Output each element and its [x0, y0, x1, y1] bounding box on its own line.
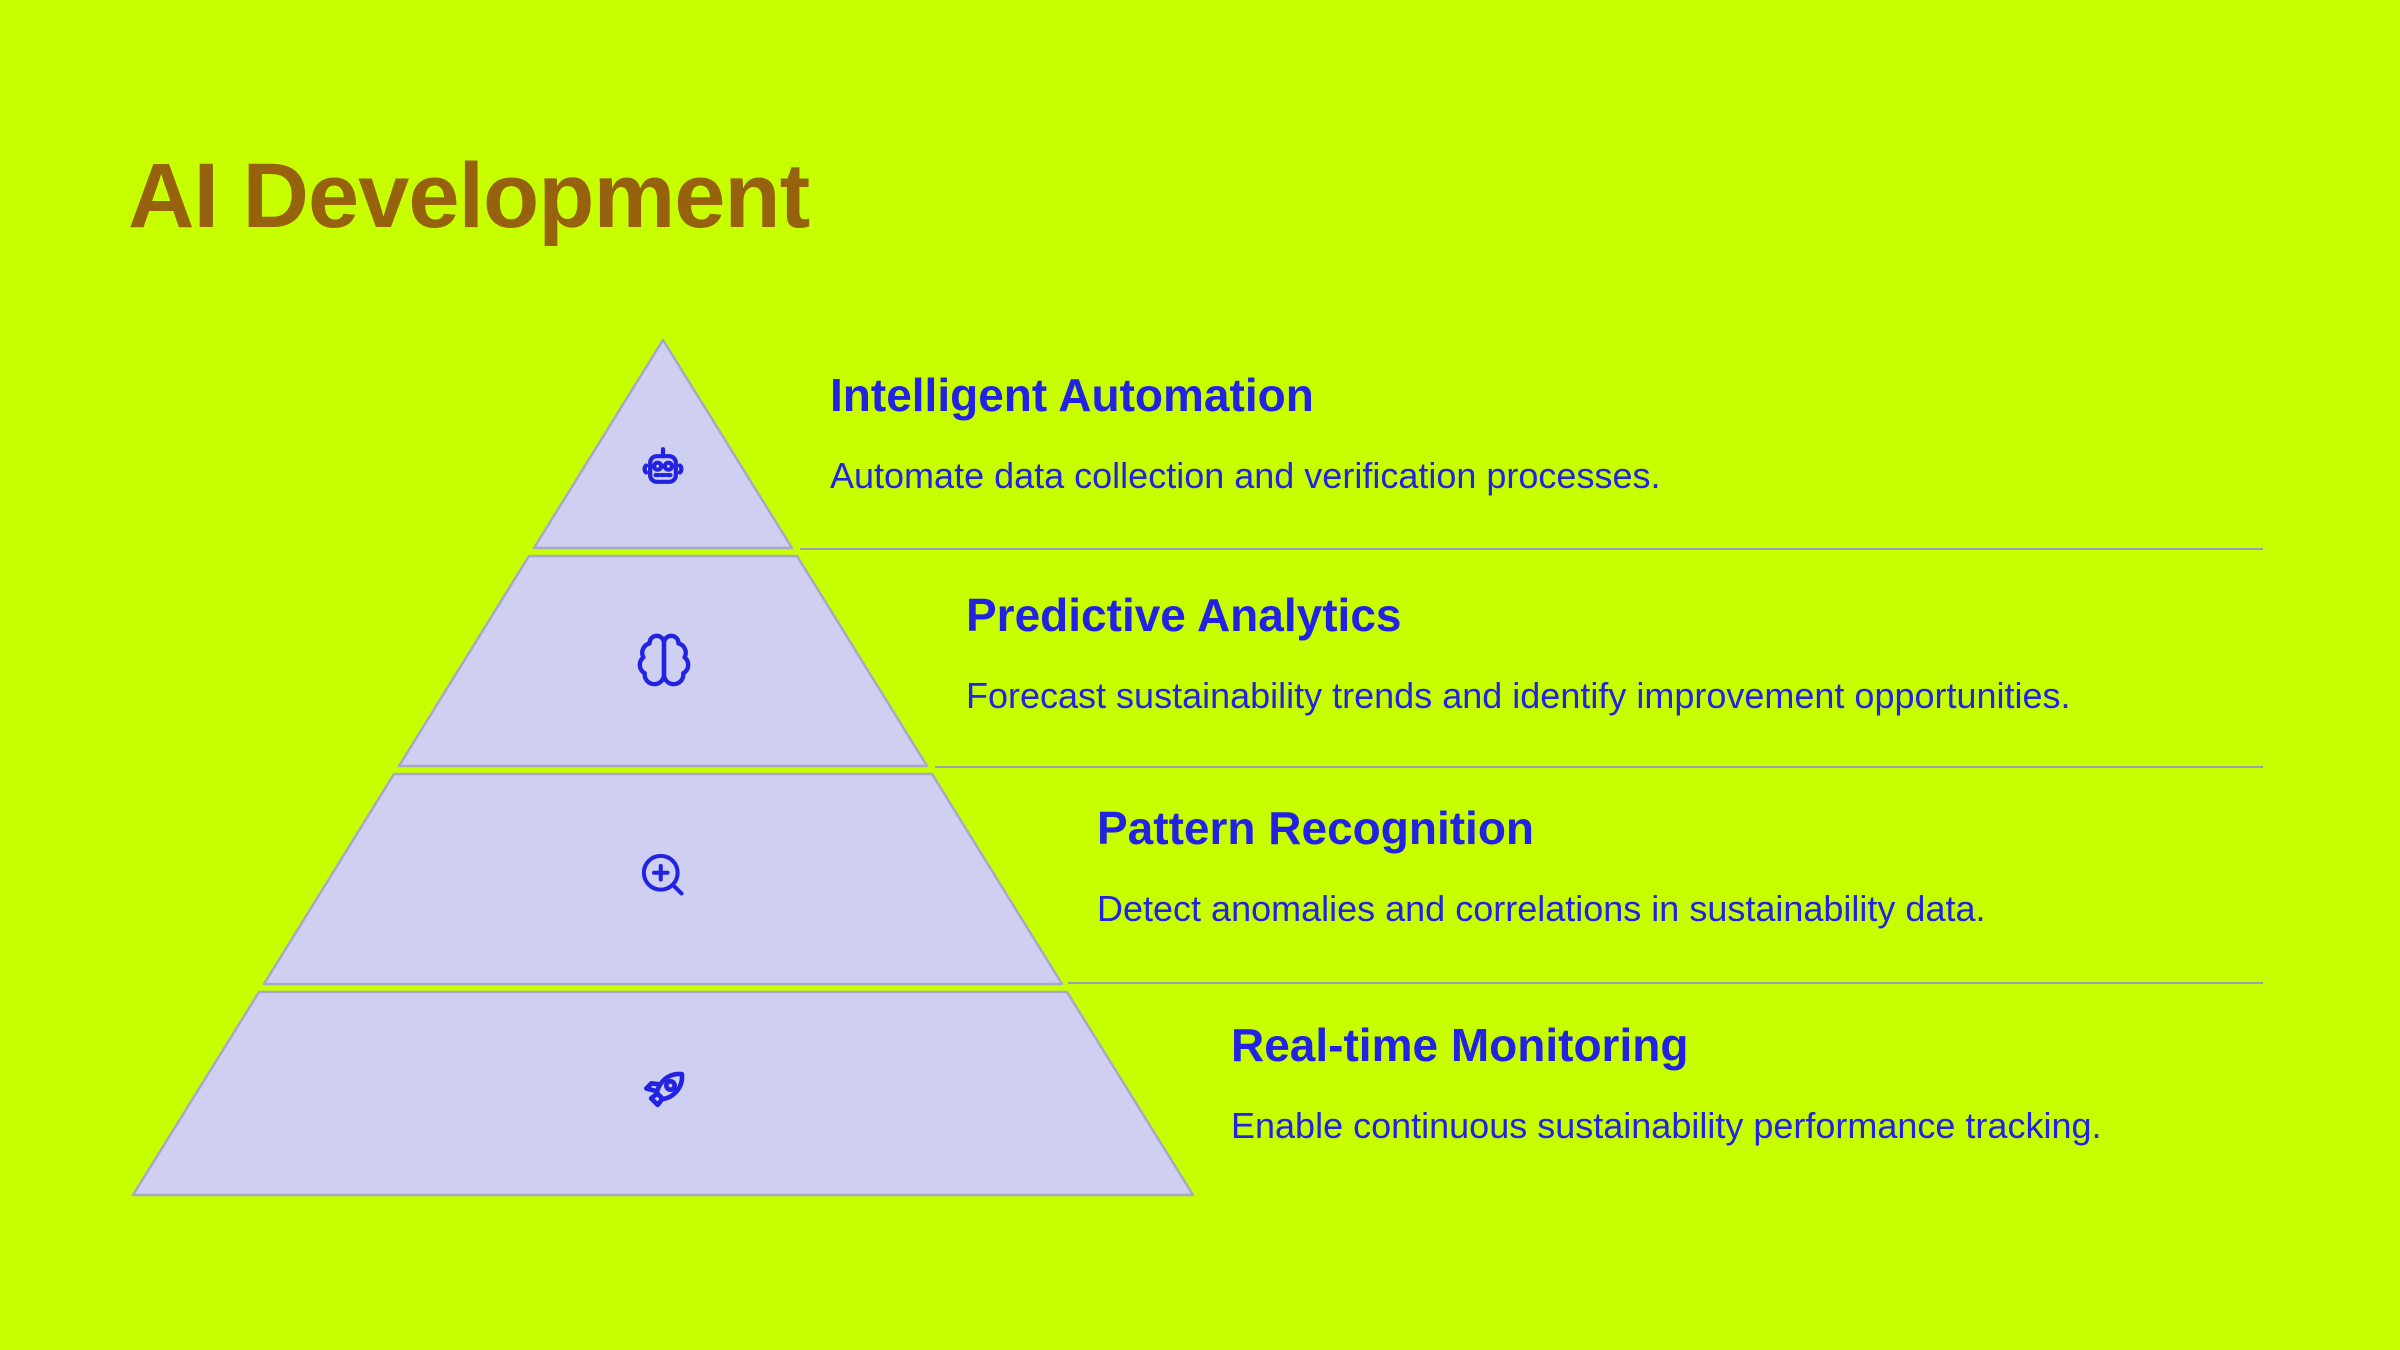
level-heading: Pattern Recognition — [1097, 802, 1535, 854]
brain-icon — [635, 631, 693, 689]
robot-icon — [635, 441, 691, 497]
level-text-block-3: Pattern Recognition Detect anomalies and… — [1097, 805, 1986, 927]
level-text-block-4: Real-time Monitoring Enable continuous s… — [1231, 1022, 2102, 1144]
level-description: Enable continuous sustainability perform… — [1231, 1105, 2102, 1146]
pyramid-tier-3 — [262, 772, 1064, 986]
level-heading: Real-time Monitoring — [1231, 1019, 1689, 1071]
level-description: Detect anomalies and correlations in sus… — [1097, 888, 1986, 929]
zoom-in-icon — [636, 848, 690, 902]
level-heading: Intelligent Automation — [830, 369, 1314, 421]
level-heading: Predictive Analytics — [966, 589, 1402, 641]
level-description: Forecast sustainability trends and ident… — [966, 675, 2071, 716]
level-description: Automate data collection and verificatio… — [830, 455, 1661, 496]
pyramid-tier-4 — [131, 990, 1195, 1197]
level-text-block-2: Predictive Analytics Forecast sustainabi… — [966, 592, 2071, 714]
pyramid-tier-1 — [532, 338, 794, 550]
level-text-block-1: Intelligent Automation Automate data col… — [830, 372, 1660, 494]
page-title: AI Development — [128, 145, 810, 247]
rocket-icon — [634, 1060, 696, 1122]
